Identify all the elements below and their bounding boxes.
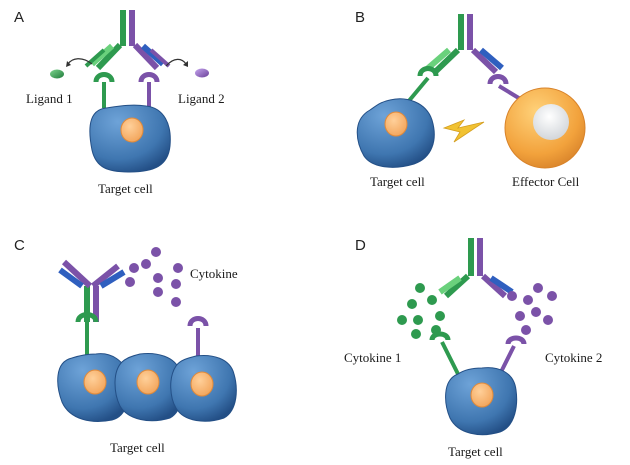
nucleus: [120, 117, 144, 143]
lightning-icon: [442, 119, 485, 143]
panel-d: D: [344, 237, 602, 459]
bispecific-antibody: [84, 10, 171, 71]
receptor-green: [406, 66, 439, 104]
label-target-cell: Target cell: [370, 174, 425, 189]
bispecific-antibody: [438, 238, 514, 299]
label-target-cell: Target cell: [448, 444, 503, 459]
label-target-cell: Target cell: [98, 181, 153, 196]
nucleus: [470, 382, 494, 408]
panel-b-letter: B: [355, 9, 365, 26]
panel-d-letter: D: [355, 237, 366, 254]
label-cytokine-1: Cytokine 1: [344, 350, 401, 365]
effector-nucleus: [533, 104, 569, 140]
receptor-green: [93, 72, 115, 108]
label-cytokine-2: Cytokine 2: [545, 350, 602, 365]
panel-a: A Ligand 1 Ligand 2: [14, 9, 225, 196]
receptor-green: [75, 312, 99, 358]
arrow-right-icon: [165, 58, 187, 67]
cytokine-dots: [125, 247, 183, 307]
panel-c-letter: C: [14, 237, 25, 254]
nucleus: [190, 371, 214, 397]
panel-b: B Target cell Effector Cell: [355, 9, 586, 189]
receptor-green: [429, 331, 460, 375]
cytokine-2-dots: [507, 283, 557, 335]
label-cytokine: Cytokine: [190, 266, 238, 281]
receptor-purple: [487, 74, 524, 102]
ligand-1-icon: [50, 69, 64, 79]
bispecific-antibody: [58, 259, 126, 322]
label-target-cell: Target cell: [110, 440, 165, 455]
label-ligand-2: Ligand 2: [178, 91, 225, 106]
panel-a-letter: A: [14, 9, 24, 26]
arrow-left-icon: [67, 58, 93, 65]
label-ligand-1: Ligand 1: [26, 91, 73, 106]
nucleus: [83, 369, 107, 395]
nucleus: [384, 111, 408, 137]
panel-c: C Cytokine: [14, 237, 238, 455]
receptor-purple: [187, 316, 209, 364]
nucleus: [136, 369, 160, 395]
receptor-purple: [138, 72, 160, 108]
bispecific-antibody: [425, 14, 504, 76]
ligand-2-icon: [195, 68, 209, 78]
label-effector-cell: Effector Cell: [512, 174, 580, 189]
receptor-purple: [498, 335, 527, 375]
cytokine-1-dots: [397, 283, 445, 339]
